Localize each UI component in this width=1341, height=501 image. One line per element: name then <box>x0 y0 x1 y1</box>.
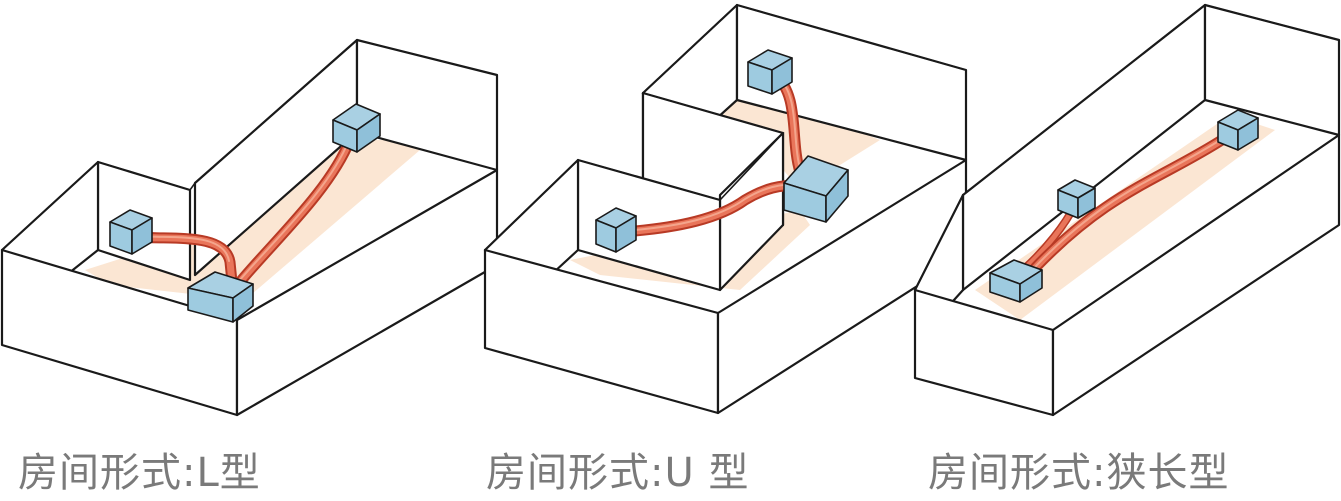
indoor-unit-icon <box>332 103 381 153</box>
central-unit-icon <box>989 259 1043 303</box>
narrow-room-floor <box>975 115 1275 320</box>
caption-l-type: 房间形式:L型 <box>18 450 261 496</box>
central-unit-icon <box>187 271 254 323</box>
caption-u-type: 房间形式:U 型 <box>486 450 750 496</box>
indoor-unit-icon <box>1057 179 1096 219</box>
narrow-room-right-wall <box>1203 3 1341 137</box>
indoor-unit-icon <box>109 209 153 255</box>
l-type-room <box>0 38 499 417</box>
indoor-unit-icon <box>747 49 793 95</box>
indoor-unit-icon <box>1217 109 1259 151</box>
indoor-unit-icon <box>595 207 637 253</box>
caption-narrow-type: 房间形式:狭长型 <box>928 450 1230 496</box>
u-type-room <box>483 3 968 415</box>
narrow-room-front-wall-right <box>1051 133 1341 417</box>
narrow-type-room <box>913 3 1341 417</box>
central-unit-icon <box>783 155 849 223</box>
